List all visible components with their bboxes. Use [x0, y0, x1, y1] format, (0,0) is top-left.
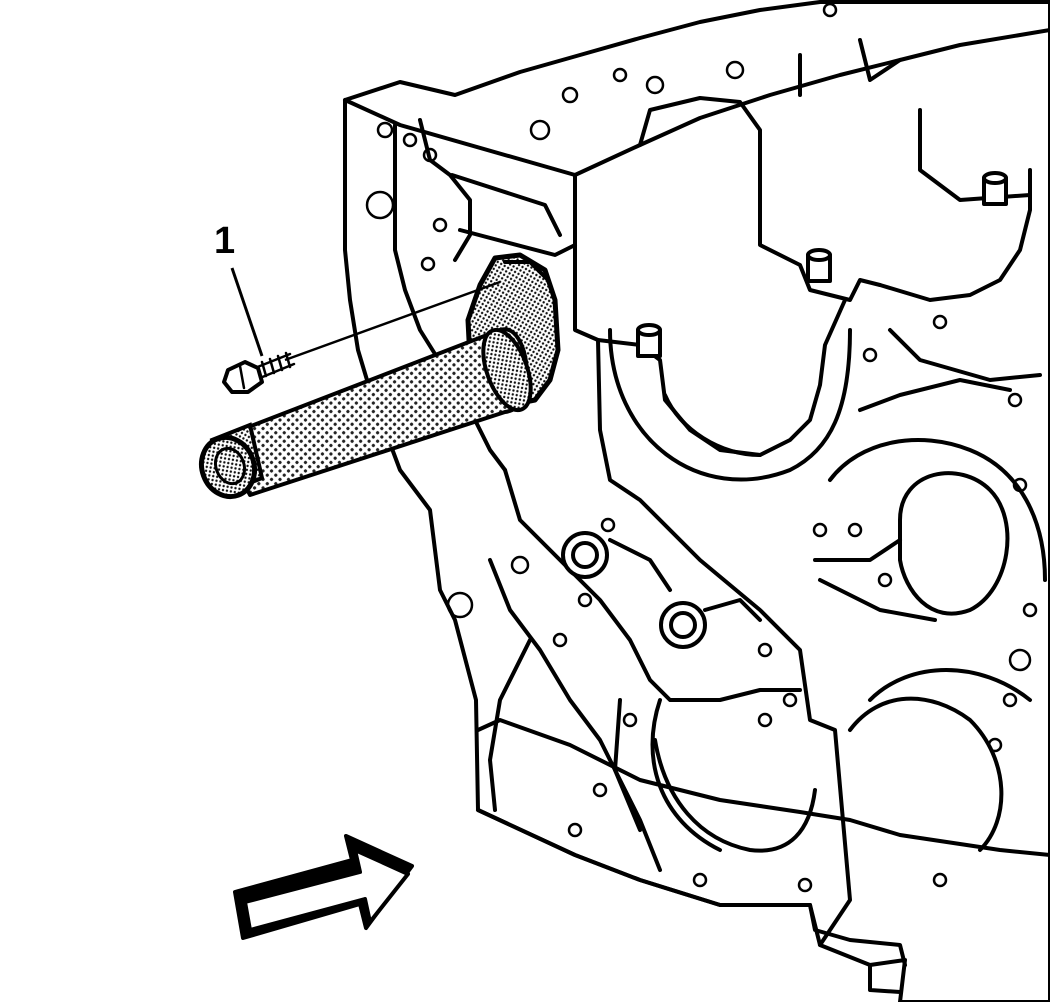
cam-bore-left	[561, 531, 609, 579]
callout-label-1: 1	[214, 220, 236, 262]
bolt-threads	[253, 351, 296, 380]
dowel-pin-left	[636, 323, 662, 358]
cam-bore-right	[659, 601, 707, 649]
block-web-upper	[638, 96, 882, 302]
block-front-face	[343, 0, 1050, 1002]
callout-leader-1	[230, 267, 264, 357]
oil-pan-rail	[476, 718, 1050, 857]
cylinder-bore-lower-right	[848, 696, 1004, 852]
block-web-right	[878, 168, 1032, 302]
view-direction-arrow-icon	[233, 834, 414, 940]
block-top-deck	[343, 28, 1050, 177]
front-cover-flange	[393, 123, 507, 472]
arrow-face	[243, 848, 410, 932]
engine-block	[343, 0, 1050, 1002]
dowel-pin-middle	[806, 248, 832, 283]
cylinder-bore-right	[898, 471, 1010, 616]
bolt-holes	[365, 2, 1038, 893]
tool-end-cap	[199, 422, 265, 500]
shaft-tool	[199, 252, 561, 500]
dowel-pin-right	[982, 171, 1008, 206]
block-web-lower	[503, 468, 802, 702]
bolt-icon	[222, 280, 501, 394]
